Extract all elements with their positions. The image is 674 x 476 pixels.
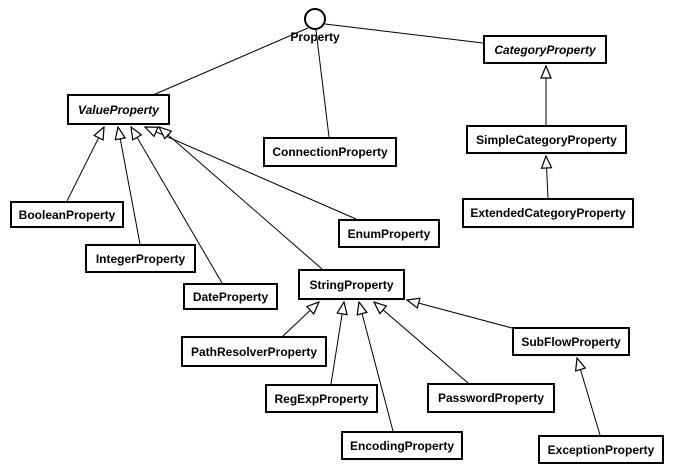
class-node-pathresolverproperty: PathResolverProperty [181, 336, 327, 367]
class-node-subflowproperty: SubFlowProperty [512, 327, 630, 356]
edge-pathresolverproperty-stringproperty [282, 302, 319, 337]
edge-dateproperty-valueproperty [131, 127, 223, 284]
class-node-dateproperty: DateProperty [183, 283, 278, 310]
interface-label-property: Property [290, 30, 340, 44]
edge-subflowproperty-stringproperty [407, 300, 513, 329]
class-node-integerproperty: IntegerProperty [85, 244, 196, 273]
class-node-exceptionproperty: ExceptionProperty [538, 435, 664, 464]
class-node-simplecategoryproperty: SimpleCategoryProperty [466, 125, 627, 154]
class-node-regexpproperty: RegExpProperty [265, 384, 378, 413]
class-node-encodingproperty: EncodingProperty [341, 431, 463, 460]
class-node-categoryproperty: CategoryProperty [483, 35, 607, 64]
class-node-stringproperty: StringProperty [298, 269, 405, 300]
edge-regexpproperty-stringproperty [330, 302, 344, 385]
edge-exceptionproperty-subflowproperty [577, 358, 601, 436]
class-node-passwordproperty: PasswordProperty [427, 383, 555, 413]
class-node-booleanproperty: BooleanProperty [10, 201, 124, 228]
edge-valueproperty-property [152, 27, 309, 96]
class-node-connectionproperty: ConnectionProperty [263, 137, 397, 167]
edge-booleanproperty-valueproperty [66, 127, 104, 202]
class-node-extendedcategoryproperty: ExtendedCategoryProperty [462, 198, 634, 228]
edge-connectionproperty-property [315, 29, 330, 138]
edge-enumproperty-valueproperty [145, 127, 357, 220]
edge-extendedcategoryproperty-simplecategoryproperty [546, 156, 548, 199]
edge-integerproperty-valueproperty [118, 127, 141, 245]
edge-passwordproperty-stringproperty [374, 302, 469, 384]
edge-encodingproperty-stringproperty [359, 302, 394, 432]
edge-stringproperty-valueproperty [159, 127, 323, 270]
class-node-valueproperty: ValueProperty [67, 94, 170, 125]
edge-categoryproperty-property [324, 23, 484, 44]
class-node-enumproperty: EnumProperty [338, 219, 440, 248]
interface-lollipop-icon [304, 8, 326, 30]
